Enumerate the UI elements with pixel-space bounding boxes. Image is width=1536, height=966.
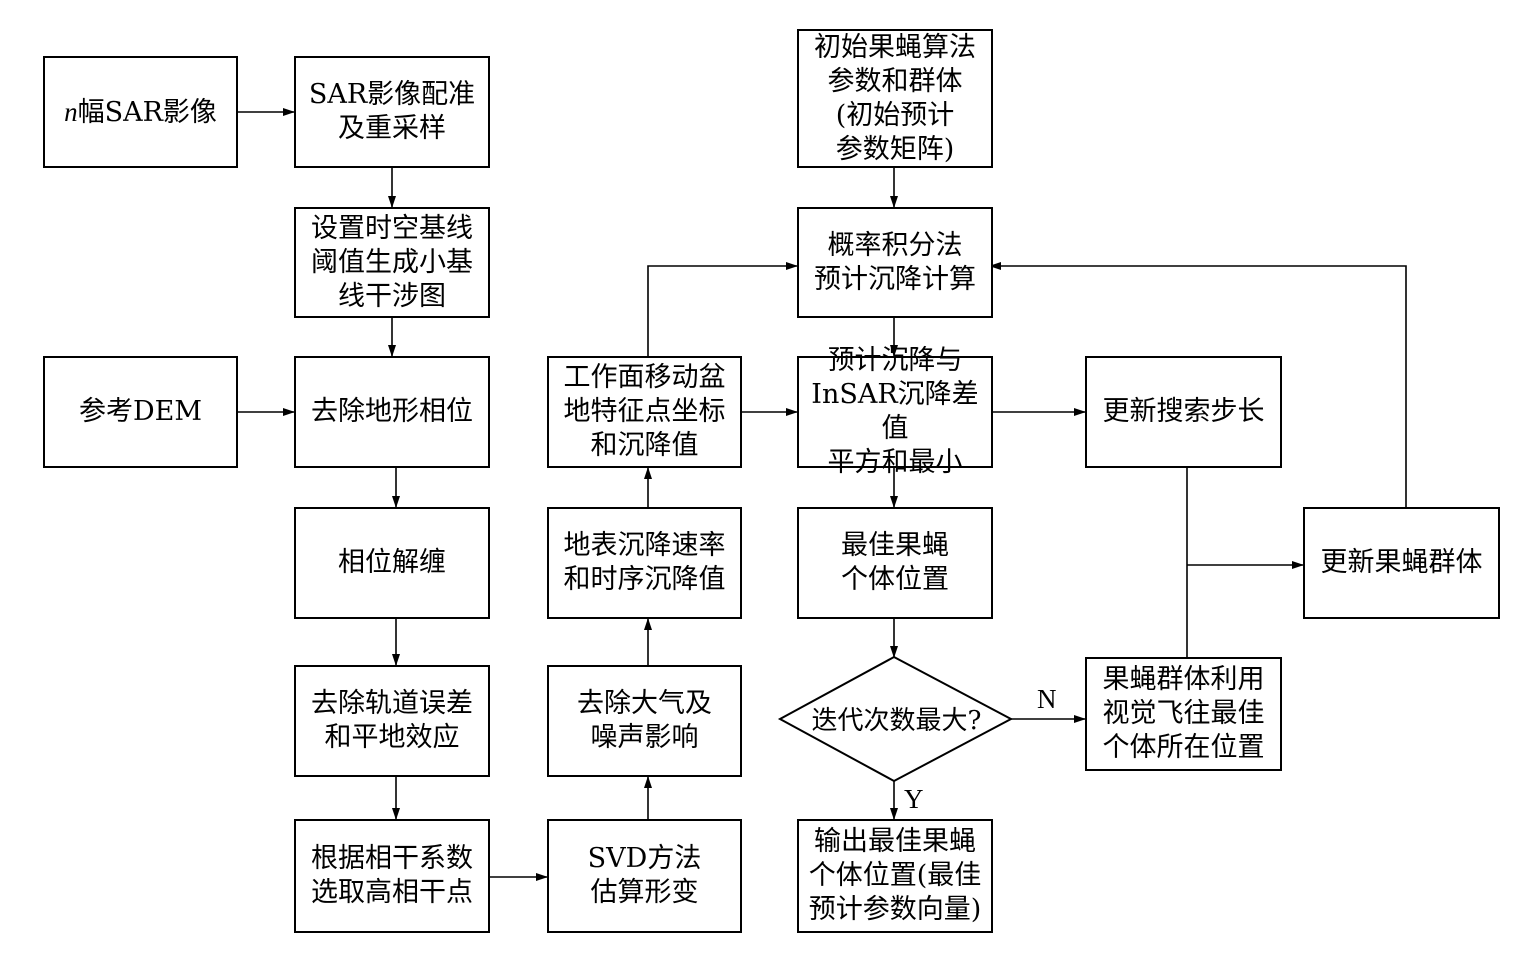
box-line: 预计参数向量) <box>808 894 982 925</box>
box-remove-topo-phase: 去除地形相位 <box>294 356 490 468</box>
box-line: 去除轨道误差 <box>311 688 473 719</box>
box-registration: SAR影像配准 及重采样 <box>294 56 490 168</box>
box-line: 参考DEM <box>78 396 202 427</box>
box-update-step: 更新搜索步长 <box>1085 356 1282 468</box>
box-line: 预计沉降计算 <box>814 263 976 295</box>
box-line: 噪声影响 <box>590 722 699 753</box>
box-line: n幅SAR影像 <box>64 96 217 128</box>
box-line: SVD方法 <box>587 843 702 874</box>
arrow-population-to-integral <box>989 262 1407 507</box>
box-line: 参数矩阵) <box>835 133 955 165</box>
box-remove-atmosphere: 去除大气及 噪声影响 <box>547 665 742 777</box>
box-line: 最佳果蝇 <box>841 530 949 561</box>
box-line: SAR影像配准 <box>308 79 476 110</box>
box-line: 初始果蝇算法 <box>814 31 976 63</box>
box-line: 地特征点坐标 <box>563 396 726 427</box>
box-reference-dem: 参考DEM <box>43 356 238 468</box>
box-line: 参数和群体 <box>827 65 963 97</box>
box-line: 个体位置 <box>841 564 949 595</box>
box-phase-unwrapping: 相位解缠 <box>294 507 490 619</box>
decision-diamond <box>777 655 1014 783</box>
box-line: 根据相干系数 <box>311 843 473 874</box>
box-line: 工作面移动盆 <box>563 362 726 393</box>
box-text: 幅SAR影像 <box>77 96 217 128</box>
box-line: 视觉飞往最佳 <box>1102 698 1265 729</box>
box-line: 线干涉图 <box>338 280 446 312</box>
box-line: 估算形变 <box>590 877 699 908</box>
box-line: 输出最佳果蝇 <box>813 826 976 857</box>
box-svd-estimate: SVD方法 估算形变 <box>547 819 742 933</box>
label-no: N <box>1037 684 1057 714</box>
box-init-fruit-fly: 初始果蝇算法 参数和群体 (初始预计 参数矩阵) <box>797 29 993 168</box>
box-line: 和时序沉降值 <box>563 564 726 595</box>
box-baseline-threshold: 设置时空基线 阈值生成小基 线干涉图 <box>294 207 490 318</box>
box-line: 更新果蝇群体 <box>1320 547 1483 578</box>
box-remove-orbit-error: 去除轨道误差 和平地效应 <box>294 665 490 777</box>
box-line: (初始预计 <box>835 99 955 131</box>
box-best-position: 最佳果蝇 个体位置 <box>797 507 993 619</box>
box-probability-integral: 概率积分法 预计沉降计算 <box>797 207 993 318</box>
box-fly-to-best: 果蝇群体利用 视觉飞往最佳 个体所在位置 <box>1085 657 1282 771</box>
box-line: 果蝇群体利用 <box>1102 664 1265 695</box>
box-line: 更新搜索步长 <box>1102 396 1265 427</box>
arrow-feature-to-integral <box>647 262 798 356</box>
box-line: 设置时空基线 <box>311 212 473 244</box>
box-line: 地表沉降速率 <box>563 530 726 561</box>
box-line: 去除大气及 <box>577 688 712 719</box>
box-line: 去除地形相位 <box>311 396 473 427</box>
box-line: InSAR沉降差值 <box>811 379 979 444</box>
box-feature-points: 工作面移动盆 地特征点坐标 和沉降值 <box>547 356 742 468</box>
box-line: 预计沉降与 <box>827 345 963 376</box>
box-select-coherent-points: 根据相干系数 选取高相干点 <box>294 819 490 933</box>
box-n-sar-images: n幅SAR影像 <box>43 56 238 168</box>
label-yes: Y <box>904 784 924 814</box>
box-line: 阈值生成小基 <box>311 246 473 278</box>
box-line: 及重采样 <box>337 113 446 144</box>
box-line: 个体位置(最佳 <box>808 860 982 891</box>
box-update-population: 更新果蝇群体 <box>1303 507 1500 619</box>
box-min-square-diff: 预计沉降与 InSAR沉降差值 平方和最小 <box>797 345 993 478</box>
decision-text: 迭代次数最大? <box>811 705 982 736</box>
box-subsidence-rate: 地表沉降速率 和时序沉降值 <box>547 507 742 619</box>
box-line: 和沉降值 <box>590 430 699 461</box>
box-line: 和平地效应 <box>324 722 460 753</box>
box-line: 平方和最小 <box>827 447 963 478</box>
box-line: 相位解缠 <box>338 547 446 578</box>
box-line: 概率积分法 <box>827 229 963 261</box>
box-output-best: 输出最佳果蝇 个体位置(最佳 预计参数向量) <box>797 819 993 933</box>
box-line: 选取高相干点 <box>311 877 473 908</box>
box-line: 个体所在位置 <box>1102 732 1265 763</box>
